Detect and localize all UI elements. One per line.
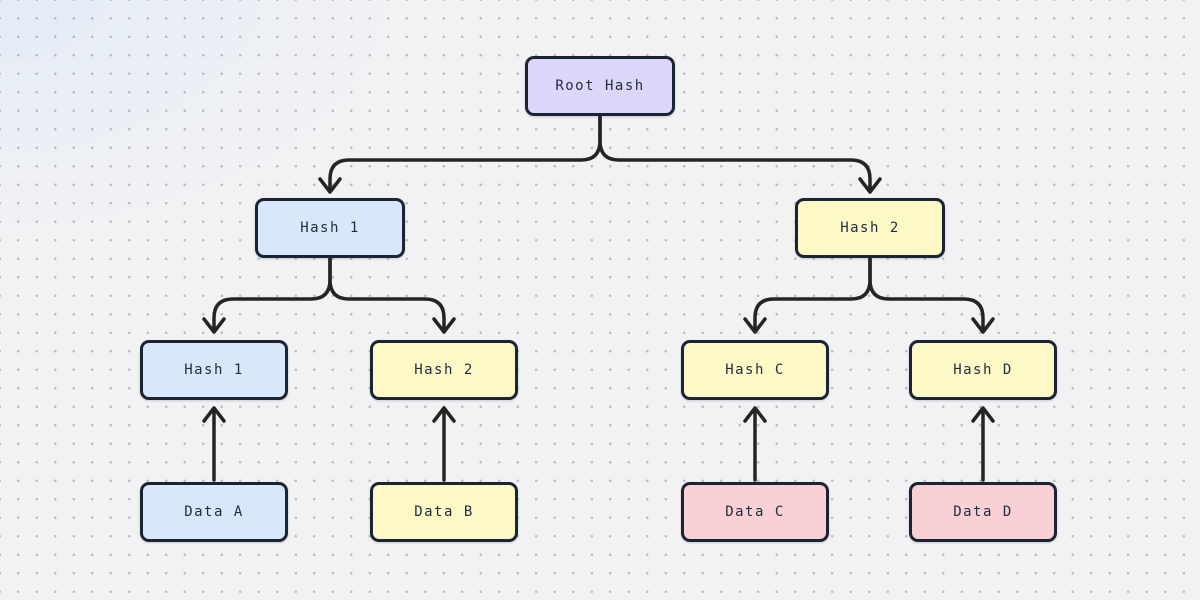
arrow-dataA-to-hash1leaf — [202, 406, 226, 482]
arrow-hash1-to-hash1leaf — [202, 257, 332, 334]
node-dataD[interactable]: Data D — [909, 482, 1057, 542]
arrow-dataD-to-hashDleaf — [971, 406, 995, 482]
arrow-group — [202, 115, 995, 482]
arrow-dataB-to-hash2leaf — [432, 406, 456, 482]
node-hashC-leaf[interactable]: Hash C — [681, 340, 829, 400]
node-label: Data A — [184, 504, 244, 520]
arrow-root-to-hash1 — [318, 115, 602, 194]
node-root-hash[interactable]: Root Hash — [525, 56, 675, 116]
node-hash1-leaf[interactable]: Hash 1 — [140, 340, 288, 400]
node-label: Root Hash — [555, 78, 645, 94]
node-dataC[interactable]: Data C — [681, 482, 829, 542]
node-hash1-mid[interactable]: Hash 1 — [255, 198, 405, 258]
node-label: Data C — [725, 504, 785, 520]
node-hash2-leaf[interactable]: Hash 2 — [370, 340, 518, 400]
node-dataA[interactable]: Data A — [140, 482, 288, 542]
node-label: Hash 1 — [300, 220, 360, 236]
arrow-hash1-to-hash2leaf — [328, 257, 456, 334]
arrow-hash2-to-hashCleaf — [743, 257, 872, 334]
node-hash2-mid[interactable]: Hash 2 — [795, 198, 945, 258]
node-dataB[interactable]: Data B — [370, 482, 518, 542]
node-label: Hash 2 — [414, 362, 474, 378]
arrow-hash2-to-hashDleaf — [868, 257, 995, 334]
node-label: Data D — [953, 504, 1013, 520]
node-hashD-leaf[interactable]: Hash D — [909, 340, 1057, 400]
node-label: Hash D — [953, 362, 1013, 378]
node-label: Hash 2 — [840, 220, 900, 236]
arrow-root-to-hash2 — [598, 115, 882, 194]
node-label: Data B — [414, 504, 474, 520]
arrow-dataC-to-hashCleaf — [743, 406, 767, 482]
node-label: Hash 1 — [184, 362, 244, 378]
node-label: Hash C — [725, 362, 785, 378]
